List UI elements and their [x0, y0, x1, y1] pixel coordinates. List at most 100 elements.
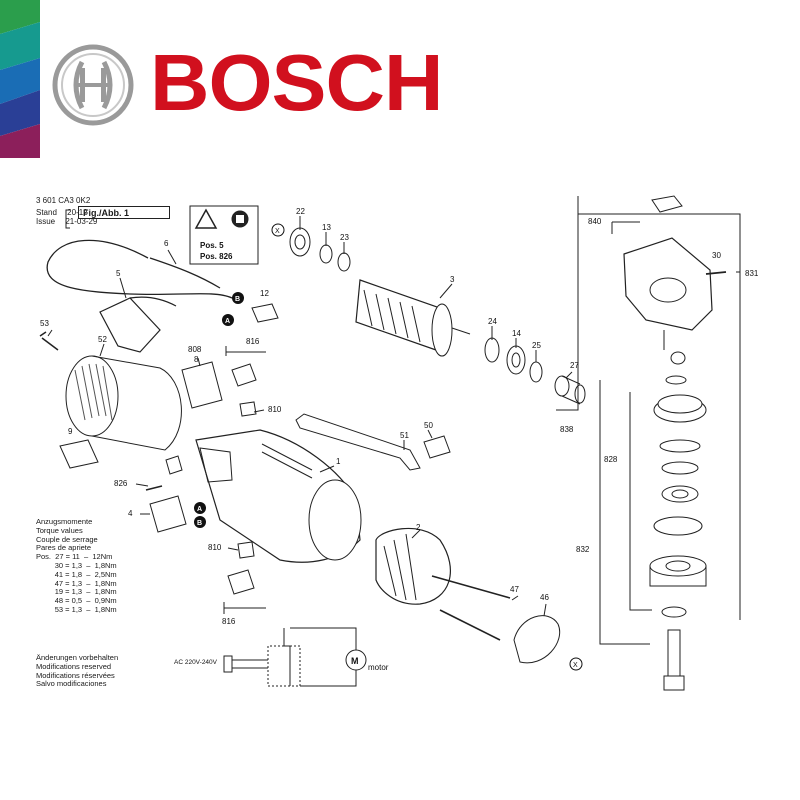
brand-name: BOSCH	[150, 38, 443, 127]
snap-ring	[659, 439, 701, 453]
callout-832: 832	[576, 545, 590, 554]
callout-22: 22	[296, 207, 305, 216]
warning-pos5: Pos. 5	[200, 241, 224, 250]
issue-label: Issue	[36, 217, 56, 226]
callout-53: 53	[40, 319, 49, 328]
seal-ring	[661, 606, 687, 618]
pinion-27	[554, 375, 570, 397]
stand-label: Stand	[36, 208, 57, 217]
rear-housing	[65, 355, 182, 451]
callout-840: 840	[588, 217, 602, 226]
warning-triangle-icon	[194, 208, 218, 229]
mods-es: Salvo modificaciones	[36, 679, 107, 689]
circlip-24	[484, 337, 500, 363]
switch-4	[149, 495, 187, 533]
air-guide-ring	[513, 615, 561, 664]
bearing-22	[289, 227, 311, 257]
screw-30	[705, 271, 727, 275]
marker-b-switch: B	[197, 520, 202, 527]
warning-pos826: Pos. 826	[200, 252, 233, 261]
callout-1: 1	[336, 457, 341, 466]
torque-values-table: Anzugsmomente Torque values Couple de se…	[36, 517, 117, 615]
torque-row: 48 = 0,5 – 0,9Nm	[36, 596, 117, 606]
callout-24: 24	[488, 317, 497, 326]
callout-13: 13	[322, 223, 331, 232]
callout-47: 47	[510, 585, 519, 594]
screw-47-a	[431, 575, 511, 599]
mods-de: Änderungen vorbehalten	[36, 653, 119, 662]
torque-row: 53 = 1,3 – 1,8Nm	[36, 604, 117, 614]
callout-2: 2	[416, 523, 421, 532]
callout-816-top: 816	[246, 337, 260, 346]
torque-row: 30 = 1,3 – 1,8Nm	[36, 560, 117, 570]
spindle	[667, 629, 681, 681]
screw-53	[39, 331, 59, 351]
callout-5: 5	[116, 269, 121, 278]
switch-rod	[295, 413, 421, 471]
callout-30: 30	[712, 251, 721, 260]
marker-b-cord: B	[235, 296, 240, 303]
stand-line: Stand 20-12	[36, 208, 88, 217]
part-50	[423, 435, 451, 459]
plug-symbol	[223, 655, 233, 673]
callout-12: 12	[260, 289, 269, 298]
torque-heading-de: Anzugsmomente	[36, 517, 93, 526]
cord-end	[149, 257, 221, 289]
callout-14: 14	[512, 329, 521, 338]
callout-46: 46	[540, 593, 549, 602]
callout-23: 23	[340, 233, 349, 242]
washer	[661, 461, 699, 475]
mains-plug	[99, 297, 161, 353]
switch-slider	[165, 455, 183, 475]
gear-bearing	[661, 485, 699, 503]
washer-13	[319, 244, 333, 264]
o-ring	[653, 516, 703, 536]
callout-25: 25	[532, 341, 541, 350]
torque-row: 41 = 1,8 – 2,5Nm	[36, 569, 117, 579]
washer-23	[337, 252, 351, 272]
motor-label: motor	[368, 663, 389, 672]
callout-27: 27	[570, 361, 579, 370]
brand-color-stripe	[0, 0, 40, 158]
brush-holder-bottom	[227, 569, 255, 595]
torque-heading-es: Pares de apriete	[36, 543, 92, 553]
marker-x-top: X	[275, 228, 280, 235]
bearing-14	[506, 345, 526, 375]
part-12	[251, 303, 279, 323]
callout-52: 52	[98, 335, 107, 344]
connection-markers: B A A B X X	[194, 223, 583, 671]
bracket-831	[577, 196, 741, 620]
callout-838: 838	[560, 425, 574, 434]
callout-8: 8	[194, 355, 199, 364]
callout-51: 51	[400, 431, 409, 440]
bracket-828	[629, 392, 652, 611]
callout-810-bottom: 810	[208, 543, 222, 552]
circlip	[665, 375, 687, 385]
callout-826: 826	[114, 479, 128, 488]
issue-line: Issue 21-03-29	[36, 217, 97, 226]
callout-9: 9	[68, 427, 73, 436]
issue-date: 21-03-29	[65, 217, 98, 226]
torque-row: 19 = 1,3 – 1,8Nm	[36, 587, 117, 597]
callout-6: 6	[164, 239, 169, 248]
callout-808: 808	[188, 345, 202, 354]
warning-box	[189, 205, 259, 265]
figure-label: Fig./Abb. 1	[78, 206, 170, 219]
mods-fr: Modifications réservées	[36, 670, 115, 680]
callout-831: 831	[745, 269, 759, 278]
torque-heading-fr: Couple de serrage	[36, 534, 98, 544]
brush-holder-top	[231, 363, 257, 387]
power-cord	[46, 239, 233, 299]
callout-4: 4	[128, 509, 133, 518]
rating-label	[59, 439, 99, 469]
gear-head-housing	[623, 195, 713, 365]
carbon-brush-bottom	[237, 541, 255, 559]
carbon-brush-top	[239, 401, 257, 417]
stator	[375, 527, 451, 605]
circuit-voltage: AC 220V-240V	[174, 659, 218, 666]
part-number: 3 601 CA3 0K2	[36, 196, 91, 205]
marker-a-switch: A	[197, 506, 202, 513]
marker-x-bottom: X	[573, 662, 578, 669]
motor-symbol	[345, 649, 367, 671]
